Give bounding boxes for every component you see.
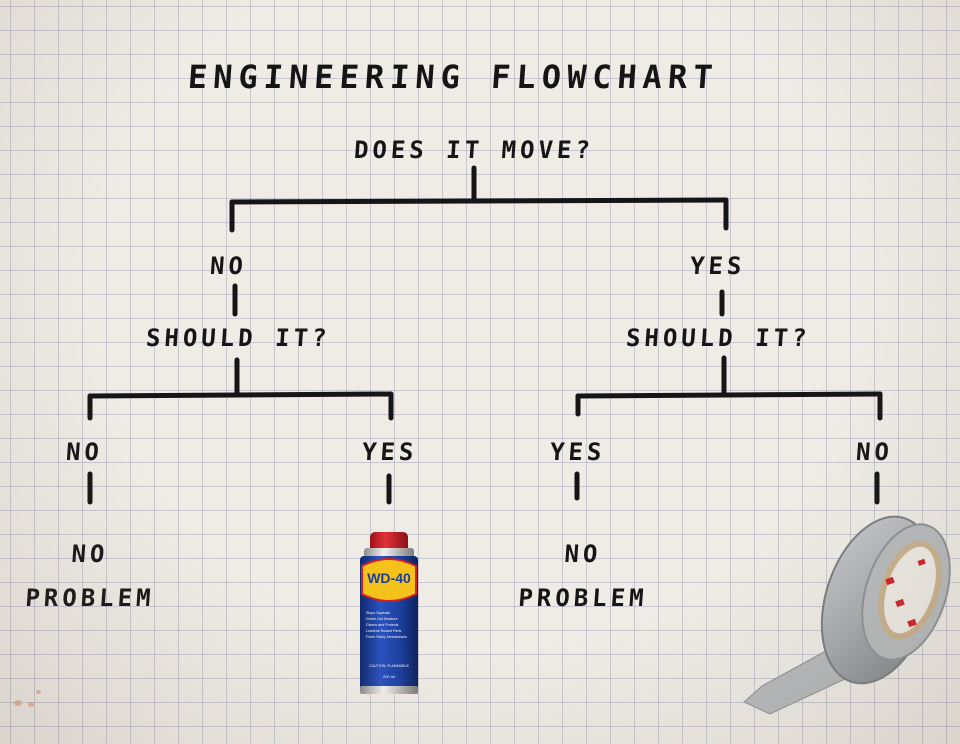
wd40-volume: 200 ml	[382, 674, 395, 679]
rust-speck	[36, 690, 41, 694]
right-bar	[575, 391, 883, 399]
wd40-feature: Drives Out Moisture	[366, 617, 398, 621]
rust-speck	[28, 702, 34, 707]
root-bar	[229, 197, 729, 205]
wd40-warning: CAUTION: FLAMMABLE	[369, 664, 409, 668]
wd40-brand-label: WD-40	[367, 570, 411, 586]
wd40-feature: Stops Squeaks	[366, 611, 391, 615]
rust-speck	[14, 700, 22, 706]
wd40-feature: Frees Sticky Mechanisms	[366, 635, 407, 639]
wd40-feature: Cleans and Protects	[366, 623, 399, 627]
wd40-feature-list: Stops Squeaks Drives Out Moisture Cleans…	[366, 610, 416, 640]
left-bar	[87, 391, 394, 399]
wd40-feature: Loosens Rusted Parts	[366, 629, 402, 633]
